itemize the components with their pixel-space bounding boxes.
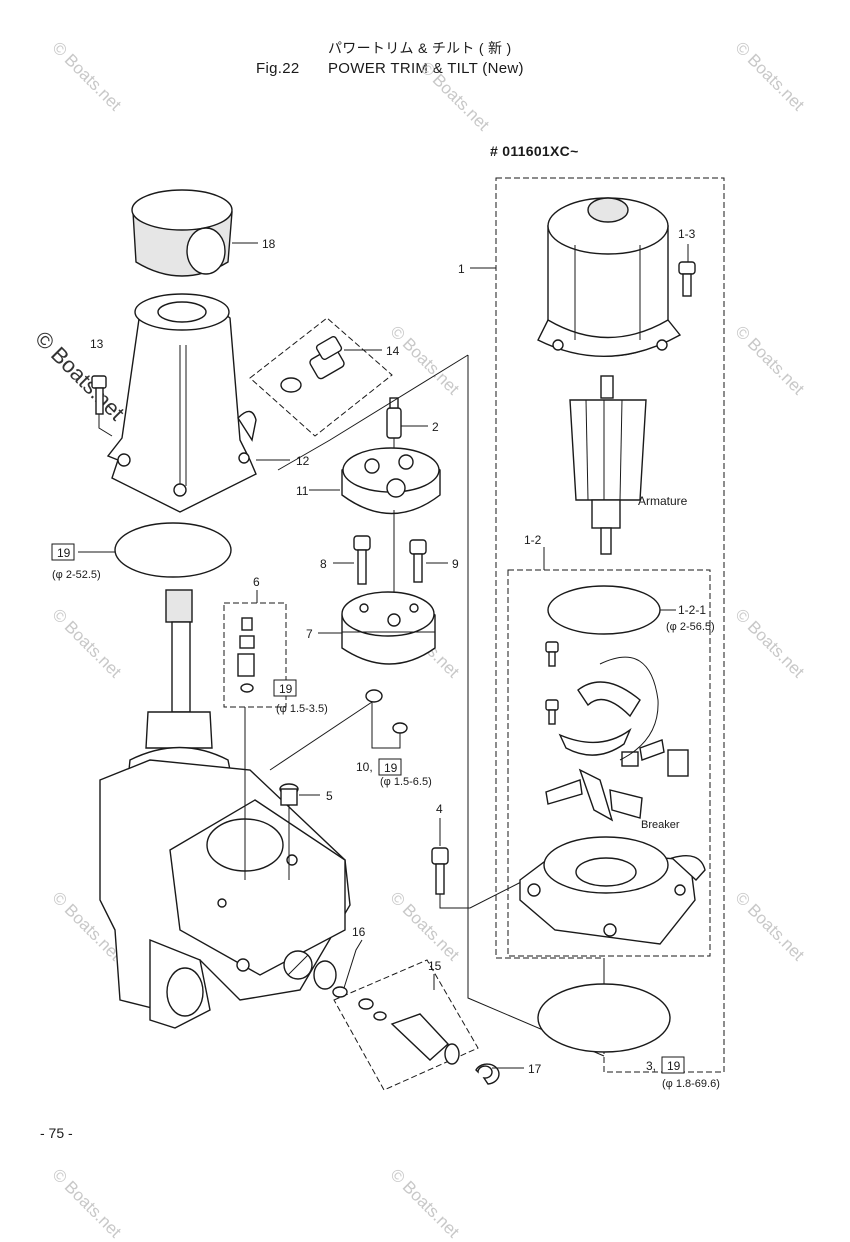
callout-2: 2 bbox=[432, 420, 439, 434]
callout-10-dim: (φ 1.5-6.5) bbox=[380, 776, 432, 788]
part-7-gear-pump bbox=[341, 591, 436, 665]
callout-15: 15 bbox=[428, 959, 442, 973]
armature bbox=[569, 375, 647, 555]
callout-8: 8 bbox=[320, 557, 327, 571]
callout-9: 9 bbox=[452, 557, 459, 571]
figure-title: POWER TRIM & TILT (New) bbox=[328, 60, 524, 77]
callout-3: 3, bbox=[646, 1059, 656, 1073]
part-10-o-ring bbox=[392, 722, 408, 734]
callout-3-19: 19 bbox=[667, 1059, 681, 1073]
exploded-view: 18 12 13 14 bbox=[51, 177, 725, 1091]
callout-17: 17 bbox=[528, 1062, 542, 1076]
tilt-ram-and-cylinder-body bbox=[99, 589, 351, 1029]
callout-18: 18 bbox=[262, 237, 276, 251]
callout-3-dim: (φ 1.8-69.6) bbox=[662, 1078, 720, 1090]
valve-kit-box bbox=[223, 602, 287, 708]
callout-6-dim: (φ 1.5-3.5) bbox=[276, 703, 328, 715]
callout-10: 10, bbox=[356, 760, 373, 774]
breaker-label: Breaker bbox=[641, 819, 680, 831]
callout-19-dim: (φ 2-52.5) bbox=[52, 569, 101, 581]
part-6-valve-kit bbox=[237, 617, 255, 693]
part-12-cylinder-housing bbox=[106, 293, 257, 513]
callout-6-box bbox=[273, 679, 297, 697]
part-9-screw bbox=[409, 539, 427, 583]
part-3-o-ring bbox=[537, 983, 671, 1053]
callout-13: 13 bbox=[90, 337, 104, 351]
motor-assembly-box bbox=[495, 177, 725, 1073]
callout-10-box bbox=[378, 758, 402, 776]
callout-4: 4 bbox=[436, 802, 443, 816]
callout-1-2-1-dim: (φ 2-56.5) bbox=[666, 621, 715, 633]
callout-1-2-1: 1-2-1 bbox=[678, 603, 706, 617]
callout-19: 19 bbox=[57, 546, 71, 560]
callout-11: 11 bbox=[296, 484, 309, 498]
figure-number: Fig.22 bbox=[256, 60, 300, 77]
japanese-title: パワートリム & チルト ( 新 ) bbox=[328, 40, 512, 56]
motor-end-cap bbox=[519, 836, 706, 945]
callout-19-box bbox=[51, 543, 75, 561]
part-8-screw bbox=[353, 535, 371, 585]
serial-range: # 011601XC~ bbox=[490, 143, 579, 159]
callout-6-19: 19 bbox=[279, 682, 293, 696]
callout-5: 5 bbox=[326, 789, 333, 803]
part-15-manual-valve bbox=[358, 998, 460, 1065]
part-4-bolt bbox=[431, 847, 449, 895]
part-13-bolt bbox=[91, 375, 107, 415]
callout-1-3: 1-3 bbox=[678, 227, 696, 241]
part-1-2-1-o-ring bbox=[547, 585, 661, 635]
manual-valve-kit-box bbox=[333, 959, 479, 1091]
callout-1-2: 1-2 bbox=[524, 533, 542, 547]
part-14-pressure-switch bbox=[280, 335, 345, 393]
brush-holder-parts bbox=[545, 641, 689, 822]
brush-holder-assembly-box bbox=[507, 569, 711, 957]
callout-10-19: 19 bbox=[384, 761, 398, 775]
callout-16: 16 bbox=[352, 925, 366, 939]
part-17-snap-ring bbox=[475, 1063, 500, 1085]
pressure-switch-box bbox=[249, 317, 393, 437]
part-1-motor bbox=[537, 197, 682, 358]
part-19-o-ring-large bbox=[114, 522, 232, 578]
part-18-cap bbox=[131, 189, 233, 277]
part-16-o-ring bbox=[332, 986, 348, 998]
armature-label: Armature bbox=[638, 494, 688, 508]
part-1-3-screw bbox=[678, 261, 696, 297]
callout-6: 6 bbox=[253, 575, 260, 589]
callout-3-box bbox=[661, 1056, 685, 1074]
callout-7: 7 bbox=[306, 627, 313, 641]
callout-1: 1 bbox=[458, 262, 465, 276]
part-5-fitting bbox=[279, 783, 299, 806]
callout-14: 14 bbox=[386, 344, 400, 358]
part-11-pump-cover bbox=[341, 447, 441, 515]
diagram-page: パワートリム & チルト ( 新 ) Fig.22 POWER TRIM & T… bbox=[30, 38, 808, 1241]
page-number: - 75 - bbox=[40, 1125, 73, 1141]
part-10-o-ring bbox=[365, 689, 383, 703]
